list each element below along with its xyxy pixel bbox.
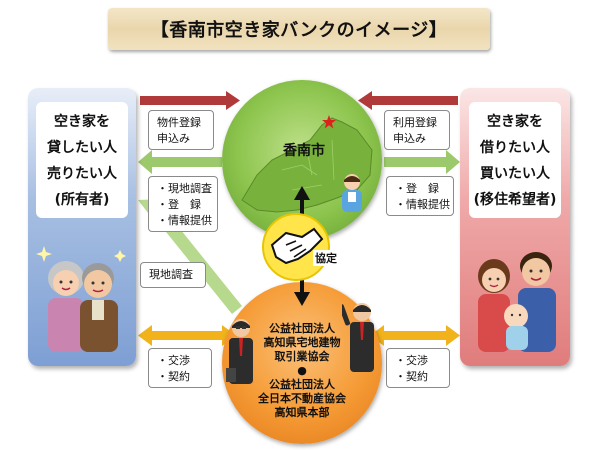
org-line-6: 全日本不動産協会 <box>258 392 346 405</box>
owner-line-4: (所有者) <box>54 192 110 208</box>
owner-panel: 空き家を 貸したい人 売りたい人 (所有者) <box>28 88 136 366</box>
seeker-line-2: 借りたい人 <box>480 140 550 156</box>
business-person-icon <box>342 303 374 372</box>
arrow-seeker-org <box>370 325 460 346</box>
note-user-registration: 利用登録 申込み <box>384 110 450 150</box>
note-text: 現地調査 <box>149 268 193 281</box>
note-text: ・情報提供 <box>157 214 212 227</box>
note-text: ・登 録 <box>395 182 439 195</box>
owner-label-box: 空き家を 貸したい人 売りたい人 (所有者) <box>36 102 128 218</box>
org-line-3: 取引業協会 <box>274 350 330 363</box>
owner-line-2: 貸したい人 <box>47 140 117 156</box>
owner-line-1: 空き家を <box>54 114 110 130</box>
seeker-line-4: (移住希望者) <box>473 192 557 208</box>
org-line-1: 公益社団法人 <box>269 322 335 335</box>
organization-names: 公益社団法人 高知県宅地建物 取引業協会 ● 公益社団法人 全日本不動産協会 高… <box>236 322 368 420</box>
arrow-city-to-seeker <box>384 150 460 174</box>
note-text: 物件登録 <box>157 116 201 129</box>
city-map-icon <box>241 117 373 213</box>
org-line-2: 高知県宅地建物 <box>263 336 341 349</box>
note-text: ・交渉 <box>395 354 428 367</box>
note-city-to-seeker: ・登 録 ・情報提供 <box>386 176 454 216</box>
note-negotiation-left: ・交渉 ・契約 <box>148 348 212 388</box>
arrow-city-to-owner <box>138 150 222 174</box>
agreement-label: 協定 <box>313 250 339 266</box>
seeker-line-1: 空き家を <box>487 114 543 130</box>
staff-icon <box>342 174 362 212</box>
note-property-registration: 物件登録 申込み <box>148 110 214 150</box>
org-line-5: 公益社団法人 <box>269 378 335 391</box>
note-text: 利用登録 <box>393 116 437 129</box>
note-site-survey: 現地調査 <box>140 262 206 288</box>
note-text: ・登 録 <box>157 198 201 211</box>
note-city-to-owner: ・現地調査 ・登 録 ・情報提供 <box>148 176 218 232</box>
org-line-7: 高知県本部 <box>274 406 330 419</box>
note-text: ・交渉 <box>157 354 190 367</box>
note-negotiation-right: ・交渉 ・契約 <box>386 348 450 388</box>
seeker-label-box: 空き家を 借りたい人 買いたい人 (移住希望者) <box>469 102 561 218</box>
arrow-owner-to-city <box>140 91 240 110</box>
family-icon <box>478 252 556 352</box>
handshake-icon <box>270 227 324 265</box>
seeker-panel: 空き家を 借りたい人 買いたい人 (移住希望者) <box>460 88 570 366</box>
elderly-couple-icon <box>36 246 126 352</box>
note-text: ・契約 <box>395 370 428 383</box>
business-person-icon <box>226 319 253 384</box>
seeker-line-3: 買いたい人 <box>480 166 550 182</box>
title-banner: 【香南市空き家バンクのイメージ】 <box>108 8 490 50</box>
note-text: ・現地調査 <box>157 182 212 195</box>
arrow-owner-org <box>138 325 236 346</box>
city-name: 香南市 <box>283 143 325 159</box>
owner-line-3: 売りたい人 <box>47 166 117 182</box>
note-text: ・契約 <box>157 370 190 383</box>
arrow-seeker-to-city <box>358 91 458 110</box>
note-text: ・情報提供 <box>395 198 450 211</box>
org-line-4: ● <box>297 364 307 377</box>
page-title: 【香南市空き家バンクのイメージ】 <box>150 20 448 41</box>
star-icon <box>322 115 336 129</box>
note-text: 申込み <box>393 132 426 145</box>
note-text: 申込み <box>157 132 190 145</box>
